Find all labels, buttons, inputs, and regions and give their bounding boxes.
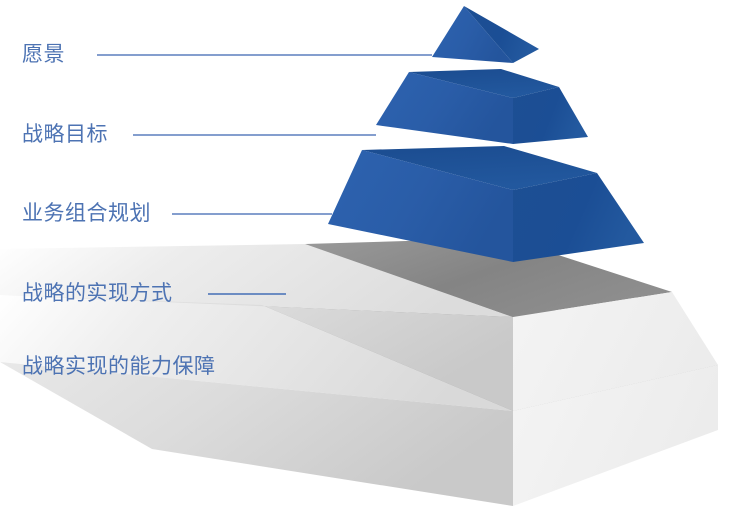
level-3-top-face xyxy=(362,146,597,190)
level-label-vision: 愿景 xyxy=(22,43,65,66)
pyramid-level-4 xyxy=(0,238,718,411)
level-4-left-face xyxy=(0,295,513,411)
level-5-left-face xyxy=(0,362,513,506)
leader-lines xyxy=(97,54,432,295)
level-label-business-portfolio-plan: 业务组合规划 xyxy=(22,202,151,225)
pyramid-level-2 xyxy=(376,69,588,144)
pyramid-level-1-apex xyxy=(432,6,539,63)
level-2-top-face xyxy=(409,69,559,98)
level-5-left-wedge xyxy=(0,295,513,411)
level-1-left-face xyxy=(432,6,513,63)
level-4-top-face xyxy=(305,238,672,317)
level-3-left-face xyxy=(328,150,513,262)
level-4-right-face xyxy=(513,292,718,411)
pyramid-level-3 xyxy=(328,146,644,262)
level-3-right-face xyxy=(513,173,644,262)
level-label-capability-assurance: 战略实现的能力保障 xyxy=(22,355,216,378)
level-label-strategic-goal: 战略目标 xyxy=(22,123,108,146)
level-4-left-wedge xyxy=(0,244,513,317)
level-label-strategy-realization-method: 战略的实现方式 xyxy=(22,282,173,305)
level-2-left-face xyxy=(376,72,513,144)
level-1-right-face xyxy=(464,6,539,63)
level-2-right-face xyxy=(513,87,588,144)
level-5-right-face xyxy=(513,365,718,506)
